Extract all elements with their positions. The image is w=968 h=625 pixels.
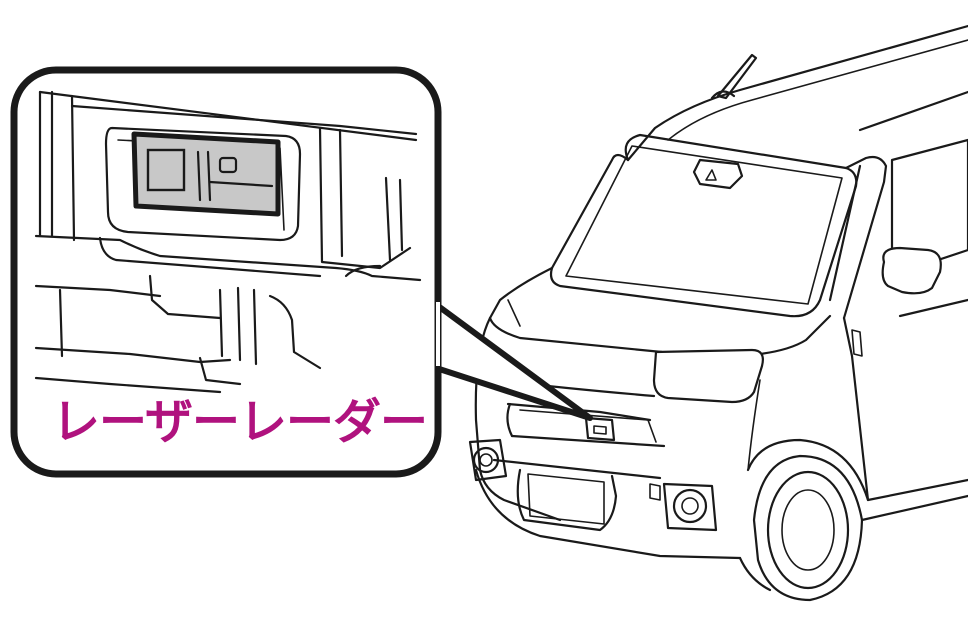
car-roof [626, 24, 968, 162]
callout-pointer [427, 297, 593, 421]
car-illustration [468, 24, 968, 602]
car-tire [752, 454, 864, 602]
callout-box [10, 66, 442, 478]
car-windshield [549, 133, 858, 318]
laser-radar-sensor-on-car [584, 416, 616, 442]
sensor-bezel [104, 126, 302, 242]
car-hood [488, 266, 832, 356]
fog-light-left [468, 438, 508, 482]
fog-light-right [662, 482, 718, 532]
laser-radar-sensor [131, 131, 281, 217]
camera-housing [692, 158, 744, 190]
car-side-mirror [881, 246, 942, 295]
car-wheel-arch [746, 438, 870, 502]
laser-radar-label: レーザーレーダー [52, 394, 428, 450]
callout-detail [34, 90, 422, 394]
car-lower-bumper [474, 468, 742, 560]
car-a-pillar [842, 155, 888, 320]
headlight [652, 348, 764, 404]
antenna [716, 53, 758, 100]
